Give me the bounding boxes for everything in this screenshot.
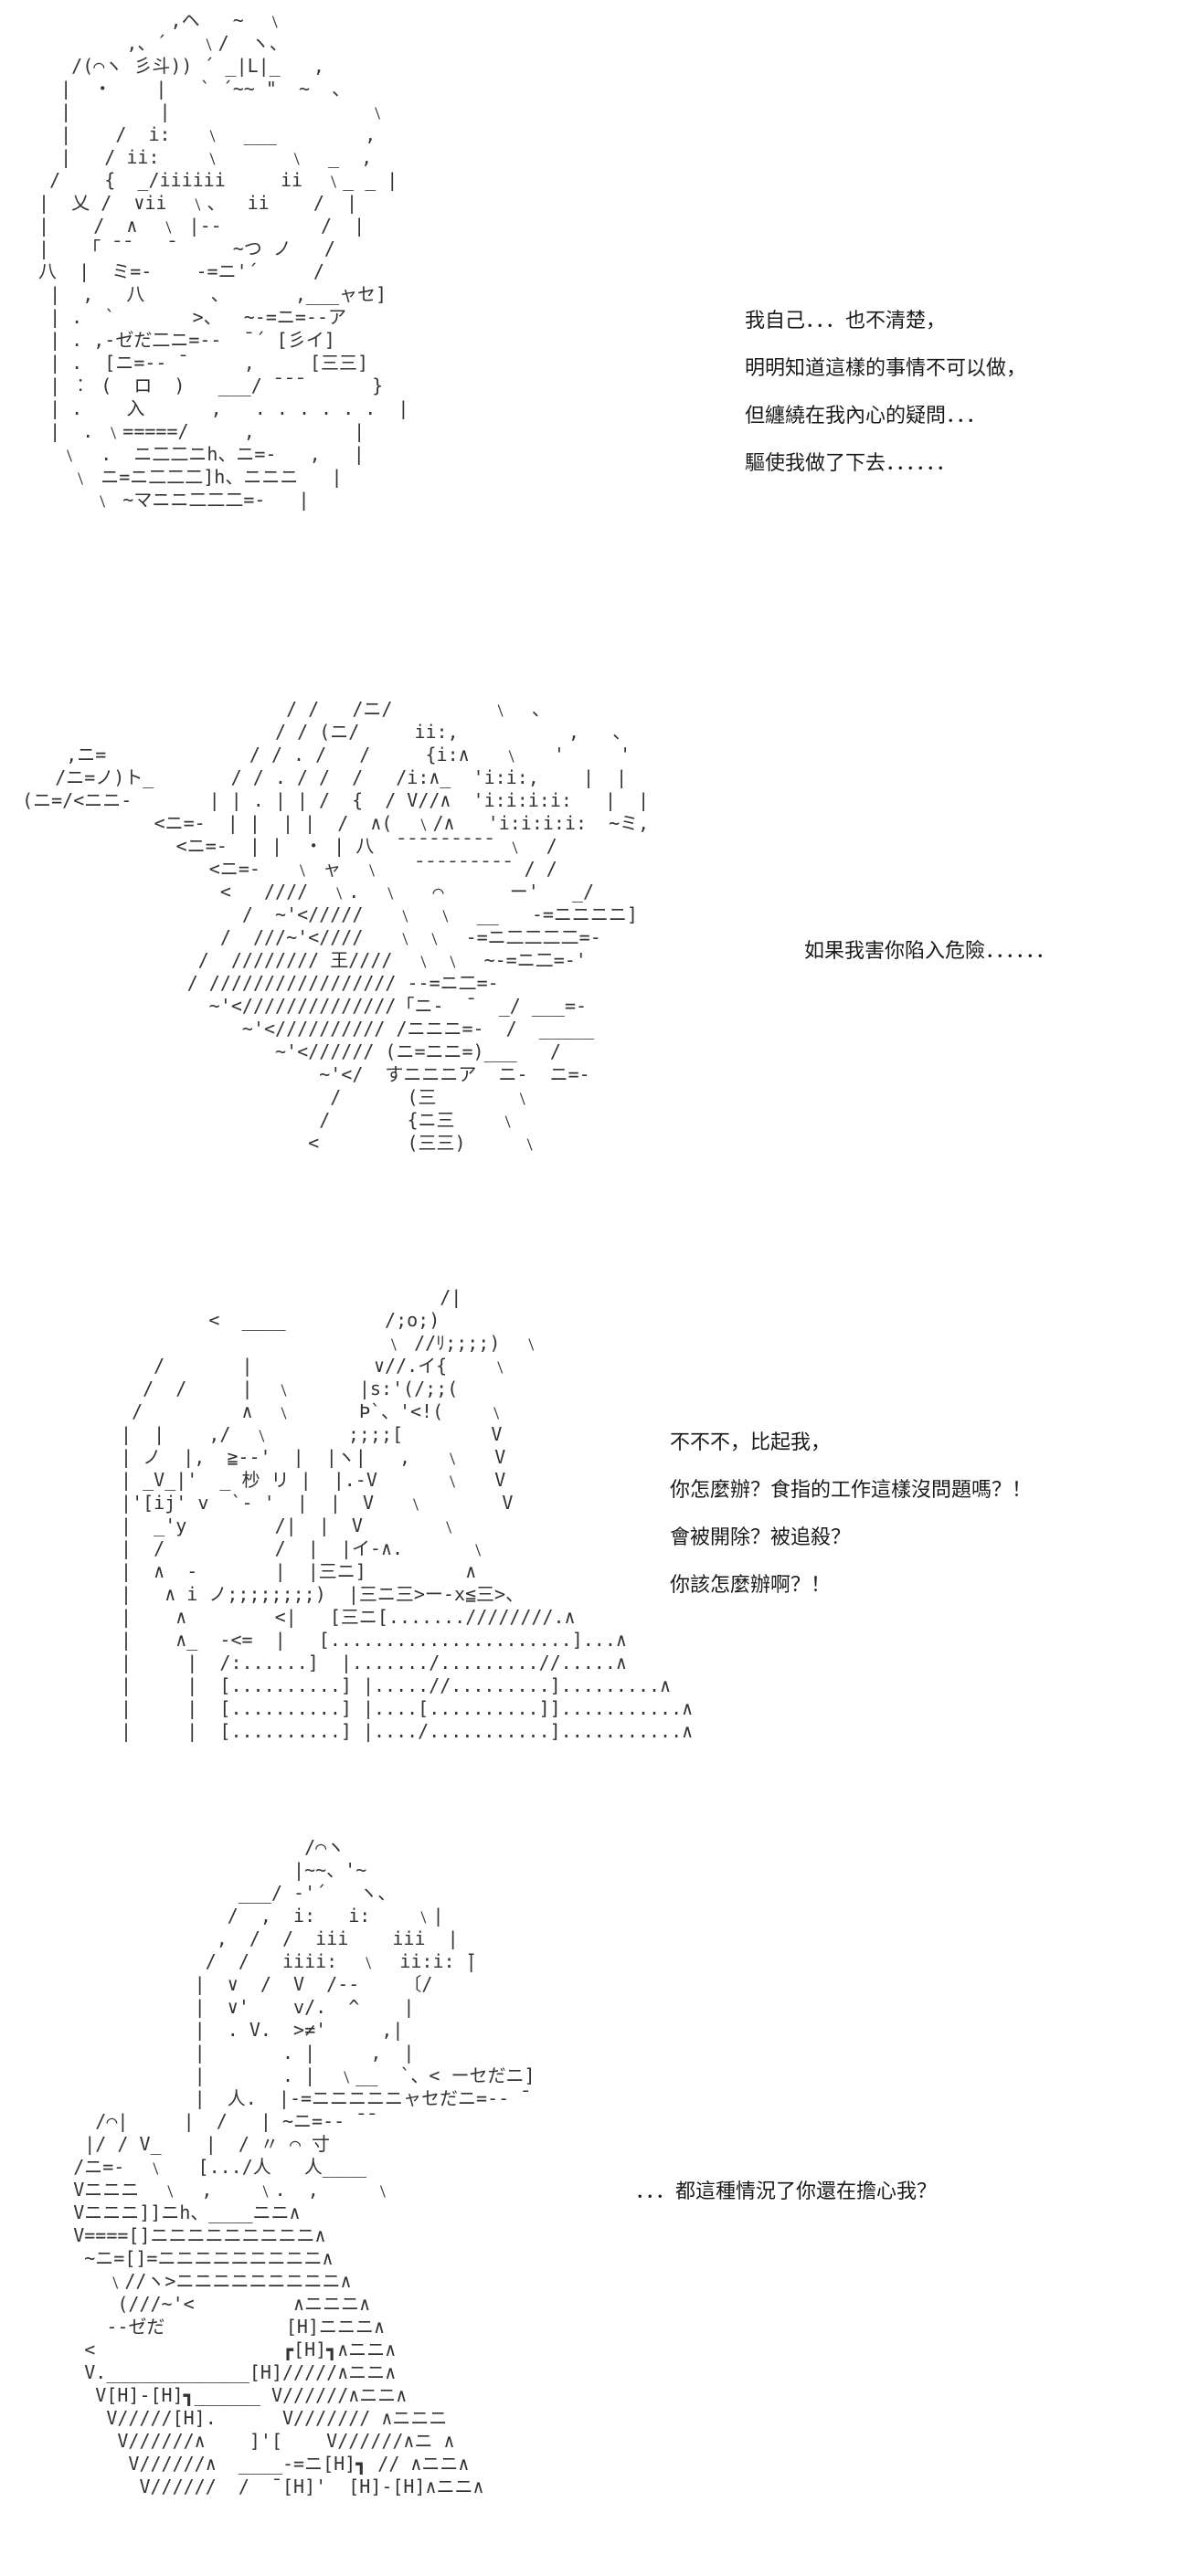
dialogue-line: 不不不，比起我， — [670, 1431, 832, 1454]
panel-3: /| < ____ /;o;) ﹨ //ﾘ;;;;) ﹨ / | ∨//.イ{ … — [0, 1279, 1188, 1827]
dialogue-line: 驅使我做了下去．．．．．． — [745, 452, 957, 475]
panel-4: /⌒ヽ |~~、'~ ___/ ‐'´ ヽ、 / , i: i: ﹨| , / … — [0, 1827, 1188, 2576]
dialogue-line: 你怎麼辦？食指的工作這樣沒問題嗎？！ — [670, 1479, 1033, 1502]
ascii-art-character: / / /ニ/ ﹨ 、 / / (ニ/ ii:, , 、 ,ニ= / / . /… — [22, 698, 650, 1154]
dialogue-line: 如果我害你陷入危險．．．．．． — [804, 940, 1056, 963]
dialogue-text: 如果我害你陷入危險．．．．．． — [804, 928, 1055, 976]
ascii-art-character: ,ヘ ~ ﹨ ,、´ ﹨/ ヽ、 /(⌒ヽ 彡斗)) ´ _|L|_ , | ・… — [38, 9, 409, 511]
dialogue-text: 我自己．．．也不清楚， 明明知道這樣的事情不可以做， 但纏繞在我內心的疑問．．．… — [745, 298, 1026, 488]
ascii-art-character: /| < ____ /;o;) ﹨ //ﾘ;;;;) ﹨ / | ∨//.イ{ … — [121, 1286, 694, 1742]
dialogue-text: 不不不，比起我， 你怎麼辦？食指的工作這樣沒問題嗎？！ 會被開除？被追殺？ 你該… — [670, 1420, 1032, 1610]
dialogue-line: 我自己．．．也不清楚， — [745, 310, 947, 333]
dialogue-line: 但纏繞在我內心的疑問．．． — [745, 405, 987, 428]
dialogue-line: 你該怎麼辦啊？！ — [670, 1574, 832, 1597]
panel-2: / / /ニ/ ﹨ 、 / / (ニ/ ii:, , 、 ,ニ= / / . /… — [0, 676, 1188, 1279]
dialogue-line: 明明知道這樣的事情不可以做， — [745, 357, 1027, 380]
dialogue-line: ．．．都這種情況了你還在擔心我？ — [635, 2180, 938, 2203]
ascii-art-character: /⌒ヽ |~~、'~ ___/ ‐'´ ヽ、 / , i: i: ﹨| , / … — [73, 1836, 536, 2497]
dialogue-line: 會被開除？被追殺？ — [670, 1526, 852, 1549]
panel-1: ,ヘ ~ ﹨ ,、´ ﹨/ ヽ、 /(⌒ヽ 彡斗)) ´ _|L|_ , | ・… — [0, 0, 1188, 676]
dialogue-text: ．．．都這種情況了你還在擔心我？ — [635, 2169, 937, 2216]
